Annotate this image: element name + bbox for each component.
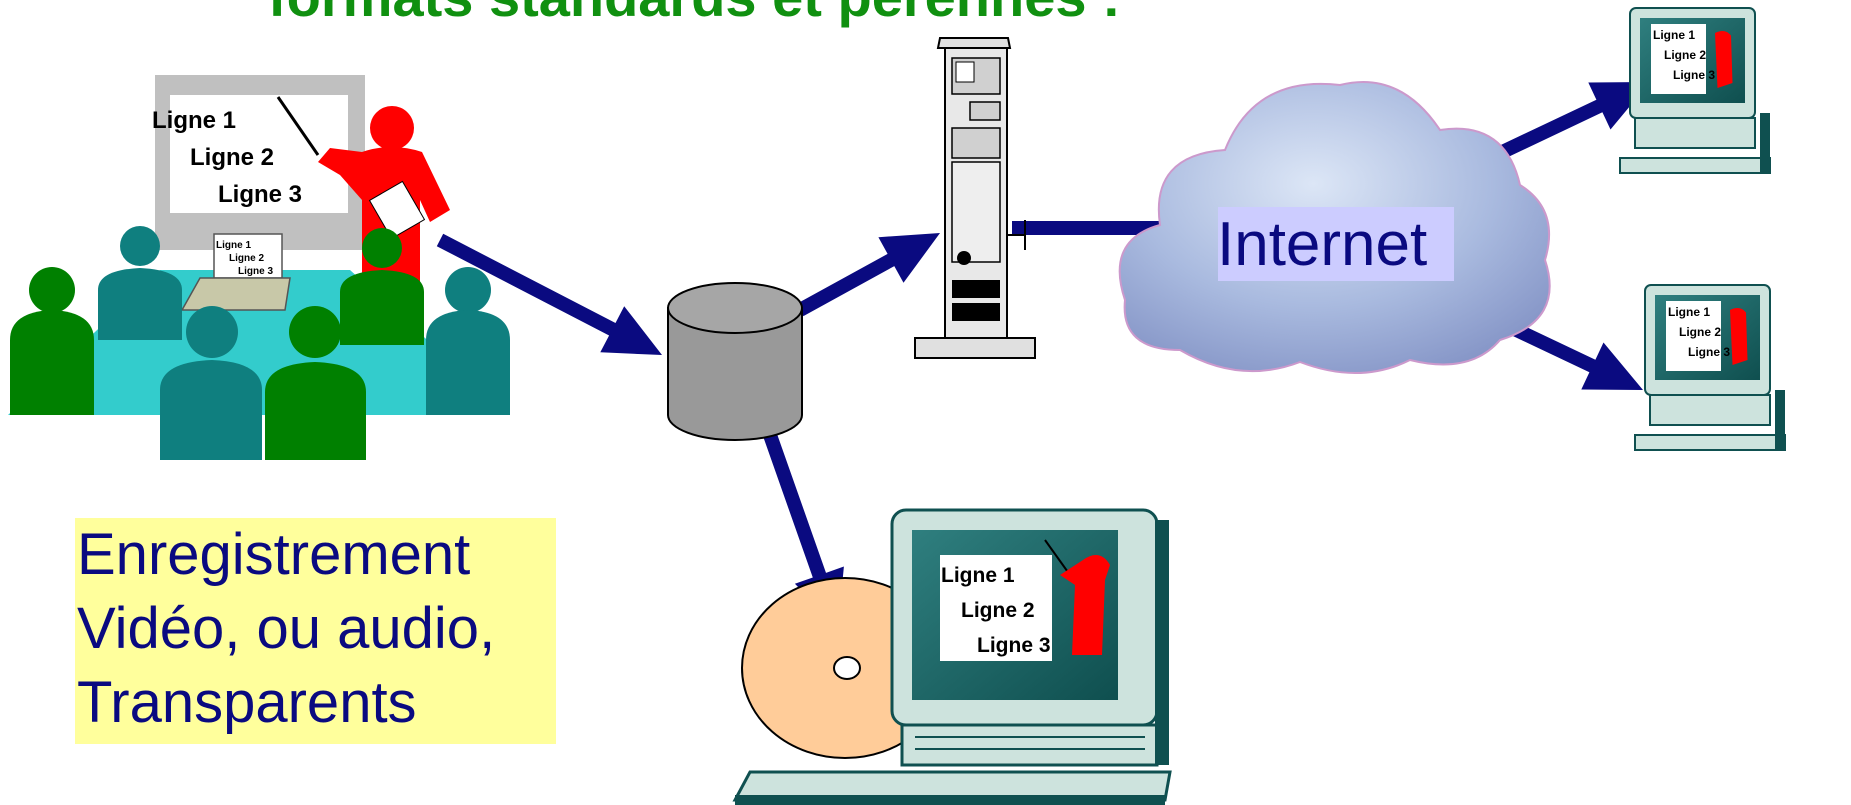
internet-label-bg (1218, 207, 1454, 281)
board-line-1: Ligne 1 (152, 107, 236, 134)
svg-text:Ligne 3: Ligne 3 (1673, 68, 1715, 82)
caption-box: Enregistrement Vidéo, ou audio, Transpar… (75, 518, 556, 744)
svg-text:Ligne 2: Ligne 2 (1664, 48, 1706, 62)
svg-text:Ligne 3: Ligne 3 (1688, 345, 1730, 359)
slide-title: formats standards et pérennes : (268, 0, 1121, 29)
computer-monitor-icon: Ligne 1 Ligne 2 Ligne 3 (1634, 284, 1786, 451)
board-line-3: Ligne 3 (218, 181, 302, 208)
svg-text:Ligne 1: Ligne 1 (216, 240, 251, 251)
svg-text:Ligne 2: Ligne 2 (229, 253, 264, 264)
svg-text:Ligne 1: Ligne 1 (941, 564, 1015, 587)
computer-monitor-icon: Ligne 1 Ligne 2 Ligne 3 (732, 508, 1172, 805)
arrow-meeting-to-database (436, 233, 662, 355)
svg-text:Ligne 2: Ligne 2 (961, 599, 1035, 622)
svg-text:Ligne 3: Ligne 3 (238, 266, 273, 277)
svg-text:Ligne 2: Ligne 2 (1679, 325, 1721, 339)
computer-monitor-icon: Ligne 1 Ligne 2 Ligne 3 (1619, 7, 1771, 174)
pointer-stick (276, 96, 320, 156)
board-line-2: Ligne 2 (190, 144, 274, 171)
database-icon (667, 282, 803, 441)
svg-text:Ligne 1: Ligne 1 (1653, 28, 1695, 42)
svg-text:Ligne 3: Ligne 3 (977, 634, 1051, 657)
server-tower-icon (914, 37, 1036, 359)
arrow-database-to-server (796, 233, 940, 317)
audience-figures (10, 226, 510, 460)
svg-text:Ligne 1: Ligne 1 (1668, 305, 1710, 319)
caption-line-3: Transparents (77, 670, 417, 735)
caption-line-1: Enregistrement (77, 522, 471, 587)
presentation-meeting-icon: Ligne 1 Ligne 2 Ligne 3 Ligne 1 Ligne 2 … (8, 75, 510, 460)
caption-line-2: Vidéo, ou audio, (77, 596, 496, 661)
internet-label: Internet (1217, 210, 1427, 279)
